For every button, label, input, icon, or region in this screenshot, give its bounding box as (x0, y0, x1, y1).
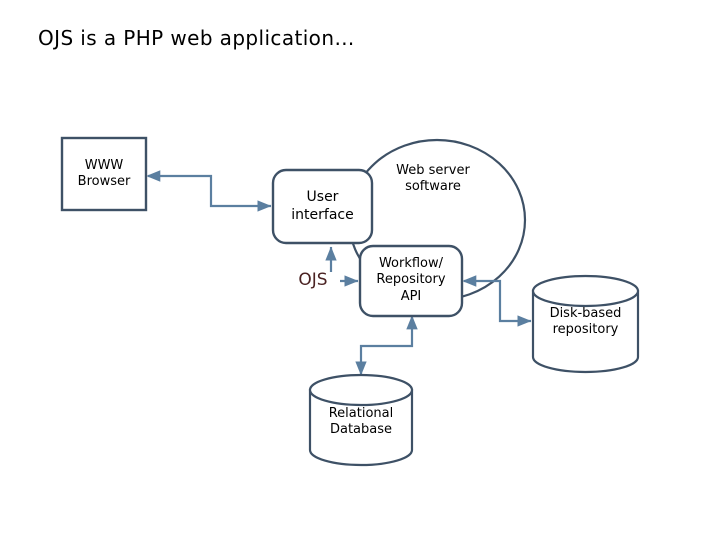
node-relational-database[interactable] (308, 373, 414, 467)
connector-browser-to-ui[interactable] (146, 170, 272, 212)
node-disk-based-repository[interactable] (531, 274, 640, 374)
connector-api-to-database[interactable] (355, 315, 418, 376)
node-www-browser[interactable] (60, 136, 148, 212)
page-title: OJS is a PHP web application… (38, 26, 355, 50)
node-workflow-repository-api[interactable] (358, 244, 464, 318)
connector-api-to-disk[interactable] (462, 275, 532, 327)
node-user-interface[interactable] (271, 168, 374, 245)
